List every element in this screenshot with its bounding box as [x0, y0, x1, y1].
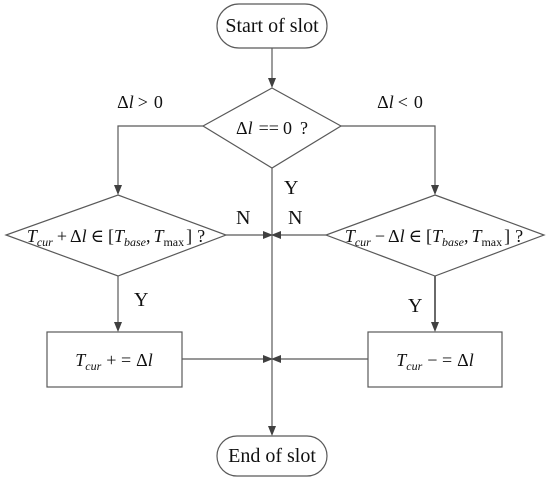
- left-check-label: Tcur+Δl∈[Tbase,Tmax]?: [27, 226, 205, 249]
- edge-label-yes-left: Y: [134, 289, 148, 311]
- left-range-check: [4, 194, 228, 277]
- arrowhead-into-left-action: [114, 322, 122, 332]
- edge-label-delta-positive: Δl+>0: [117, 92, 163, 112]
- arrowhead-left-no-merge: [263, 231, 273, 239]
- edge-label-no-right: N: [288, 207, 302, 229]
- arrowhead-right-action-merge: [271, 355, 281, 363]
- edge-decision-to-right-check: [341, 125, 436, 186]
- arrowhead-into-right-check: [431, 185, 439, 195]
- start-node: [216, 3, 328, 49]
- edge-label-delta-negative: Δl<0: [377, 92, 423, 112]
- arrowhead-into-right-action: [431, 322, 439, 332]
- end-label: End of slot: [228, 445, 316, 467]
- start-label: Start of slot: [225, 15, 319, 37]
- right-range-check: [324, 194, 546, 277]
- left-action-label: Tcur+ =Δl: [75, 350, 152, 373]
- edge-label-no-left: N: [236, 207, 250, 229]
- end-node: [216, 435, 328, 477]
- right-action-label: Tcur− =Δl: [396, 350, 473, 373]
- decision-delta-zero: [201, 87, 343, 169]
- decision-label: Δl==0?: [236, 118, 308, 138]
- right-check-label: Tcur−Δl∈[Tbase,Tmax]?: [345, 226, 523, 249]
- edge-label-yes-right: Y: [408, 295, 422, 317]
- left-action-box: [46, 331, 183, 388]
- arrowhead-left-action-merge: [263, 355, 273, 363]
- arrowhead-right-no-merge: [271, 231, 281, 239]
- right-action-box: [367, 331, 503, 388]
- arrowhead-into-decision: [268, 78, 276, 88]
- edge-decision-to-left-check: [117, 125, 203, 186]
- arrowhead-into-left-check: [114, 185, 122, 195]
- edge-label-yes-center: Y: [284, 177, 298, 199]
- arrowhead-into-end: [268, 426, 276, 436]
